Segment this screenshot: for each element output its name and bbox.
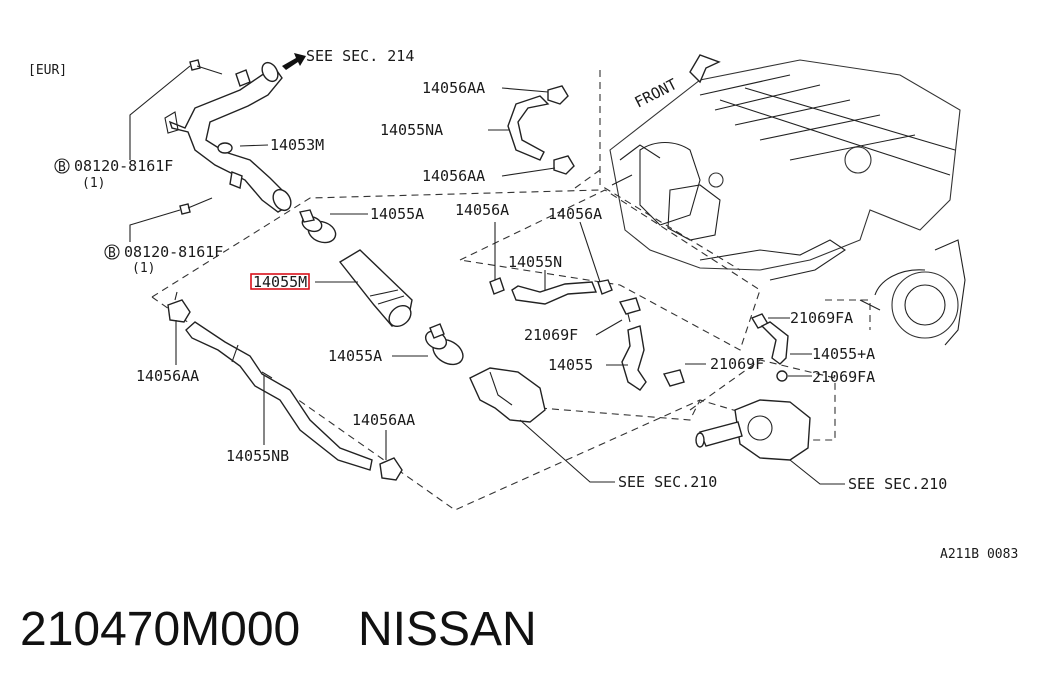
- label-14055M[interactable]: 14055M: [253, 273, 307, 291]
- label-14056AA-bottom[interactable]: 14056AA: [352, 411, 415, 429]
- part-21069F-fitting-2[interactable]: [662, 369, 685, 387]
- part-number-caption: 210470M000: [20, 603, 300, 656]
- part-14055-hose[interactable]: [621, 325, 647, 391]
- bolt-symbol-1-text: B: [58, 160, 66, 175]
- label-21069F-2[interactable]: 21069F: [710, 355, 764, 373]
- part-14055pA-hose[interactable]: [760, 321, 789, 365]
- part-14055NB-hose[interactable]: [185, 321, 373, 471]
- label-21069FA-1[interactable]: 21069FA: [790, 309, 853, 327]
- part-14056A-clamp-2[interactable]: [597, 279, 613, 295]
- front-arrow-icon: [689, 54, 721, 84]
- bolt-symbol-2: [104, 244, 120, 260]
- label-14055[interactable]: 14055: [548, 356, 593, 374]
- see-sec-214-label: SEE SEC. 214: [306, 47, 414, 65]
- arrow-right-icon: [282, 53, 306, 70]
- label-14056AA-left[interactable]: 14056AA: [136, 367, 199, 385]
- bolt-2-icon: [179, 197, 213, 215]
- part-21069FA-fitting-2[interactable]: [776, 370, 788, 382]
- label-14055A-top[interactable]: 14055A: [370, 205, 424, 223]
- part-14053M-outlet-tube[interactable]: [164, 60, 294, 214]
- bolt-1-code: 08120-8161F: [74, 157, 173, 175]
- part-14056AA-clamp-top2[interactable]: [553, 155, 575, 175]
- part-14055A-clamp-top[interactable]: [299, 209, 339, 246]
- bolt-symbol-2-text: B: [108, 246, 116, 261]
- label-14055NB[interactable]: 14055NB: [226, 447, 289, 465]
- part-14056A-clamp-1[interactable]: [489, 277, 505, 295]
- label-21069FA-2[interactable]: 21069FA: [812, 368, 875, 386]
- part-14055NA-hose[interactable]: [507, 95, 550, 161]
- engine-illustration: [609, 59, 966, 346]
- label-14055A-mid[interactable]: 14055A: [328, 347, 382, 365]
- bolt-1-icon: [189, 59, 223, 75]
- part-14056AA-clamp-left[interactable]: [167, 291, 191, 323]
- label-14055N[interactable]: 14055N: [508, 253, 562, 271]
- bolt-1-qty: (1): [82, 176, 105, 191]
- see-sec-210-label-a: SEE SEC.210: [618, 473, 717, 491]
- highlight-box: [250, 273, 310, 290]
- thermostat-housing: [469, 367, 546, 423]
- region-label: [EUR]: [28, 63, 67, 78]
- part-14055M-hose[interactable]: [338, 249, 415, 331]
- bolt-symbol-1: [54, 158, 70, 174]
- label-14055NA[interactable]: 14055NA: [380, 121, 443, 139]
- bolt-2-code: 08120-8161F: [124, 243, 223, 261]
- see-sec-210-label-b: SEE SEC.210: [848, 475, 947, 493]
- label-14056AA-top2[interactable]: 14056AA: [422, 167, 485, 185]
- label-14056A-2[interactable]: 14056A: [548, 205, 602, 223]
- part-14056AA-clamp-bottom[interactable]: [379, 457, 403, 481]
- part-14056AA-clamp-top1[interactable]: [547, 85, 569, 105]
- label-14056A-1[interactable]: 14056A: [455, 201, 509, 219]
- leader-lines: [129, 65, 845, 485]
- brand-caption: NISSAN: [358, 603, 537, 656]
- bolt-2-qty: (1): [132, 261, 155, 276]
- leader-dashed-lines: [151, 70, 871, 511]
- label-14053M[interactable]: 14053M: [270, 136, 324, 154]
- label-21069F-1[interactable]: 21069F: [524, 326, 578, 344]
- diagram-code: A211B 0083: [940, 547, 1018, 562]
- label-14056AA-top1[interactable]: 14056AA: [422, 79, 485, 97]
- part-14055A-clamp-mid[interactable]: [422, 323, 467, 370]
- water-pump: [695, 399, 811, 461]
- label-14055pA[interactable]: 14055+A: [812, 345, 875, 363]
- part-14055N-hose[interactable]: [511, 281, 598, 305]
- part-21069F-fitting-1[interactable]: [618, 297, 641, 323]
